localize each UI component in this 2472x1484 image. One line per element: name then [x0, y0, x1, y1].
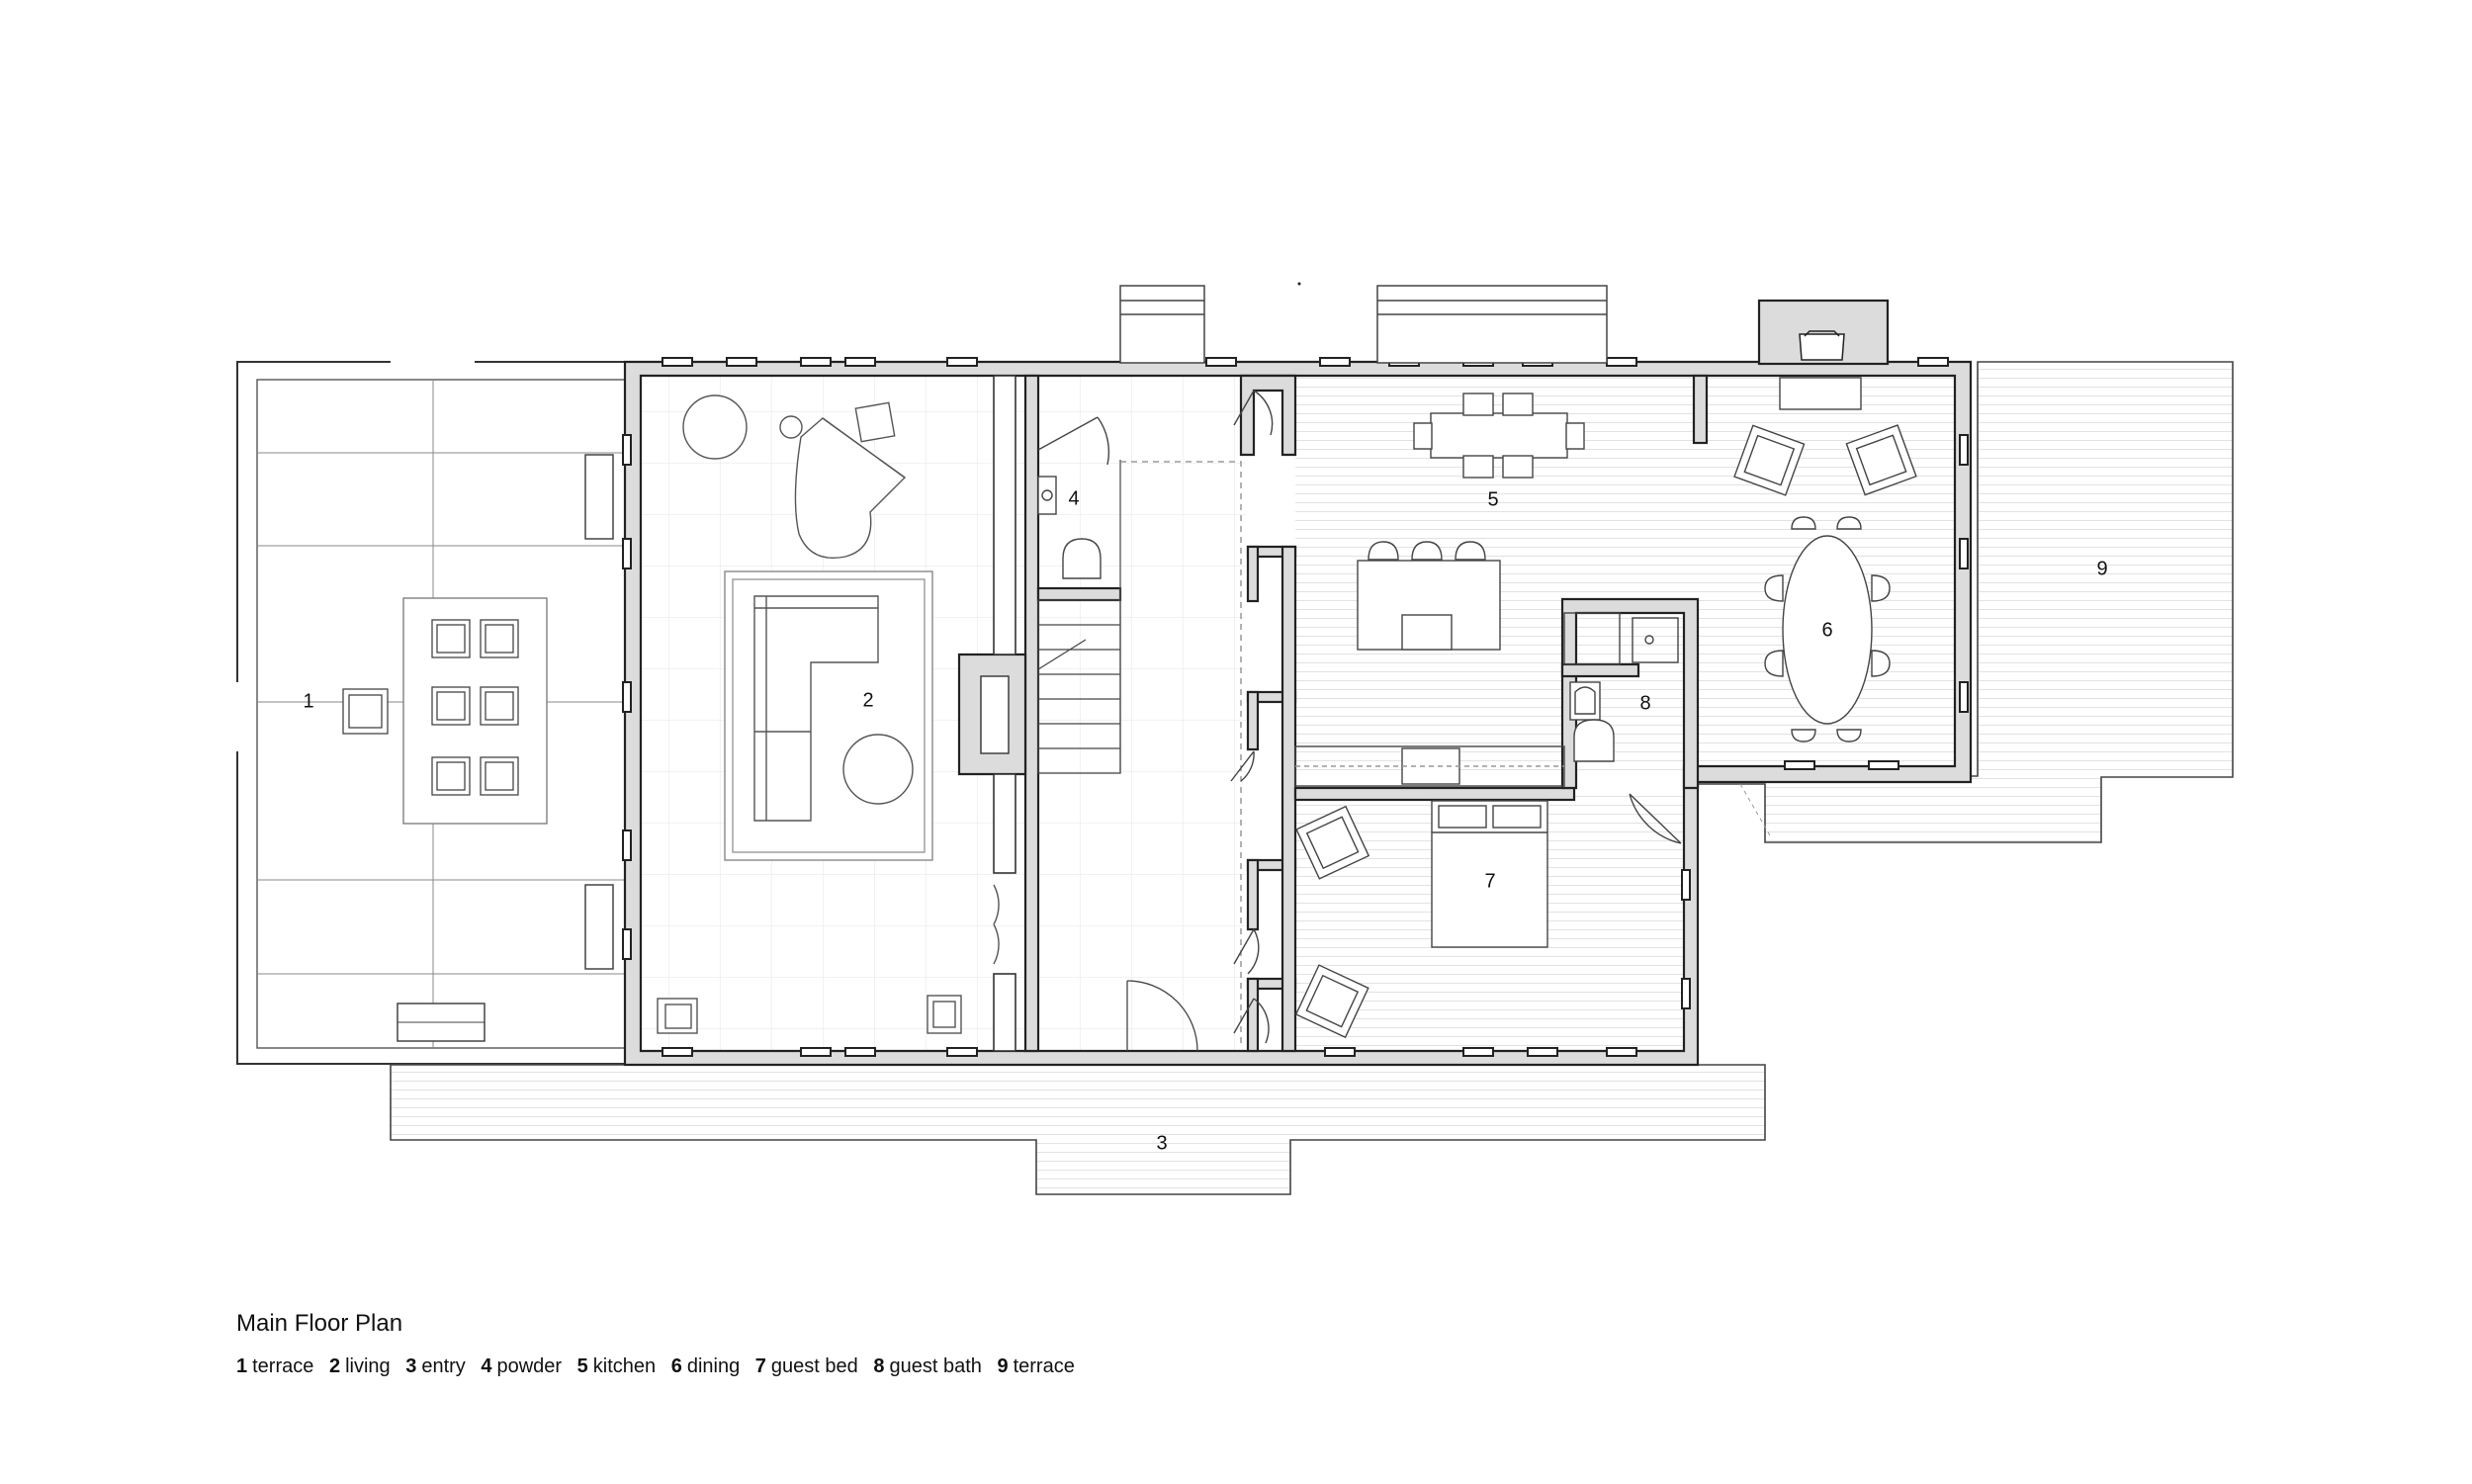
room-label-4: 4	[1068, 487, 1079, 509]
room-label-8: 8	[1639, 692, 1650, 714]
dining-furniture	[1733, 424, 1917, 742]
room-label-2: 2	[862, 689, 873, 711]
room-label-9: 9	[2096, 558, 2107, 579]
powder-fixtures	[1037, 416, 1110, 579]
stair	[1037, 460, 1242, 1052]
terrace-west	[233, 358, 626, 1065]
living-furniture	[657, 394, 1000, 1034]
plan-title: Main Floor Plan	[236, 1310, 403, 1337]
room-label-6: 6	[1821, 619, 1832, 641]
kitchen-furniture	[1230, 390, 1621, 1044]
room-labels: 1 2 3 4 5 6 7 8 9	[303, 487, 2107, 1154]
guest-bed-furniture	[1294, 617, 1682, 1039]
north-mark	[1297, 282, 1301, 286]
room-label-5: 5	[1487, 488, 1498, 510]
walls	[623, 299, 1973, 1067]
room-label-3: 3	[1156, 1132, 1167, 1154]
north-planters	[1119, 285, 1608, 364]
room-label-7: 7	[1484, 870, 1495, 892]
entry-deck	[390, 1064, 1766, 1195]
room-label-1: 1	[303, 690, 313, 712]
